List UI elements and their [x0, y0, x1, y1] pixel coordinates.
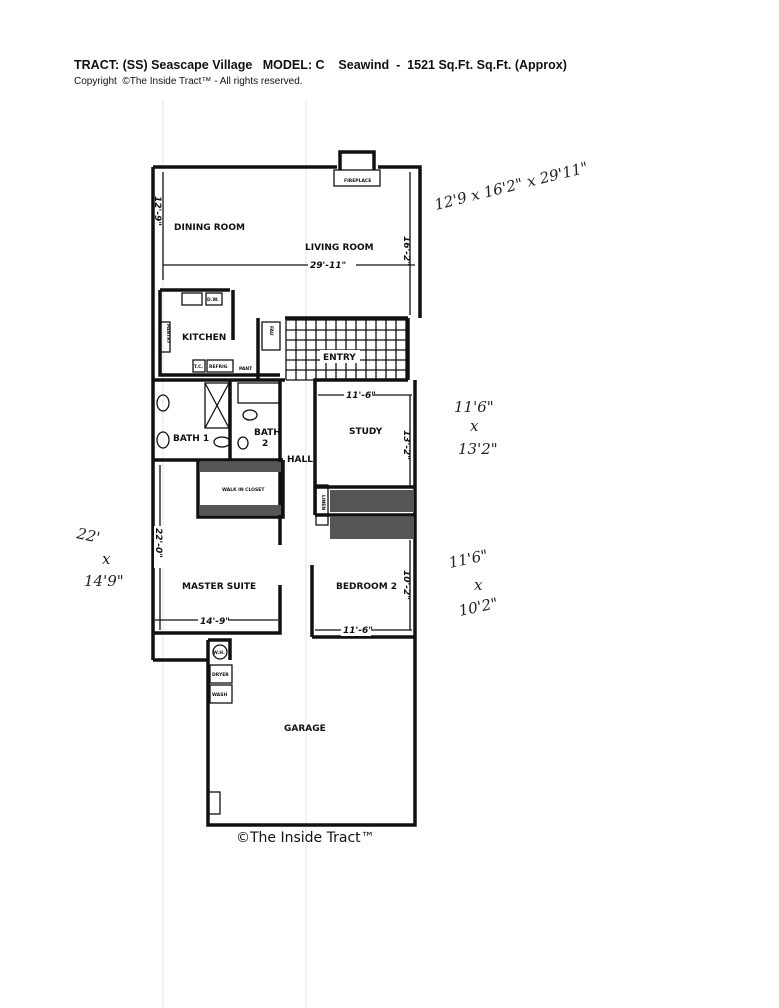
room-master-suite: MASTER SUITE — [182, 582, 256, 592]
closet-shelving — [200, 462, 414, 539]
room-hall: HALL — [287, 455, 313, 465]
dw-label: D.W. — [207, 297, 219, 303]
room-bedroom2: BEDROOM 2 — [336, 582, 397, 592]
room-garage: GARAGE — [284, 724, 326, 734]
note-master-width: 14'9" — [84, 572, 124, 590]
dim-bed2-width: 11'-6" — [343, 626, 373, 636]
dim-study-width: 11'-6" — [346, 391, 376, 401]
refrig-label: REFRIG — [209, 364, 228, 370]
dimension-lines — [155, 172, 415, 631]
washer-label: WASH — [212, 692, 227, 698]
pantry-label: PANTRY — [165, 324, 171, 344]
note-master-x: x — [102, 550, 111, 568]
plan-title: TRACT: (SS) Seascape Village MODEL: C Se… — [74, 58, 567, 72]
fireplace: FIREPLACE — [333, 150, 381, 187]
note-master-height: 22' — [74, 524, 101, 547]
room-walk-in-closet: WALK IN CLOSET — [222, 487, 265, 493]
footer-copyright: ©The Inside Tract™ — [236, 830, 375, 846]
pant-label: PANT — [239, 366, 253, 372]
fireplace-label: FIREPLACE — [344, 178, 371, 184]
laundry: W.H. DRYER WASH — [207, 644, 233, 815]
copyright-line: Copyright ©The Inside Tract™ - All right… — [74, 76, 303, 87]
note-study-width: 11'6" — [454, 398, 494, 416]
note-bed2-width: 11'6" — [447, 546, 490, 572]
note-living: 12'9 x 16'2" x 29'11" — [433, 158, 590, 214]
room-dining: DINING ROOM — [174, 223, 245, 233]
room-study: STUDY — [349, 427, 383, 437]
fau-label: FAU — [268, 326, 274, 336]
dim-study-height: 13'-2" — [401, 430, 411, 460]
linen-label: LINEN — [320, 495, 326, 510]
room-living: LIVING ROOM — [305, 243, 374, 253]
dim-master-height: 22'-0" — [153, 528, 163, 558]
kitchen-fixtures: D.W. PANTRY T.C. REFRIG PANT FAU LINEN — [159, 292, 329, 526]
note-bed2-x: x — [474, 576, 483, 594]
dim-living-width: 29'-11" — [310, 261, 346, 271]
note-study-height: 13'2" — [458, 440, 498, 458]
dim-dining-height: 12'-9" — [152, 196, 162, 226]
dim-master-width: 14'-9" — [200, 617, 230, 627]
water-heater-label: W.H. — [213, 650, 225, 656]
dimension-labels: 12'-9" 29'-11" 16'-2" 11'-6" 13'-2" 22'-… — [152, 196, 411, 636]
room-bath1: BATH 1 — [173, 434, 209, 444]
room-entry: ENTRY — [323, 353, 356, 363]
note-bed2-height: 10'2" — [457, 594, 500, 620]
dim-bed2-height: 10'-2" — [401, 570, 411, 600]
bath-fixtures — [156, 382, 281, 450]
room-labels: DINING ROOM LIVING ROOM KITCHEN ENTRY BA… — [173, 223, 397, 734]
note-study-x: x — [470, 417, 479, 435]
room-kitchen: KITCHEN — [182, 333, 226, 343]
dim-living-height: 16'-2" — [401, 236, 411, 266]
dryer-label: DRYER — [212, 672, 229, 678]
room-bath2: BATH — [254, 428, 281, 438]
tc-label: T.C. — [194, 364, 203, 370]
room-bath2-number: 2 — [262, 439, 268, 449]
